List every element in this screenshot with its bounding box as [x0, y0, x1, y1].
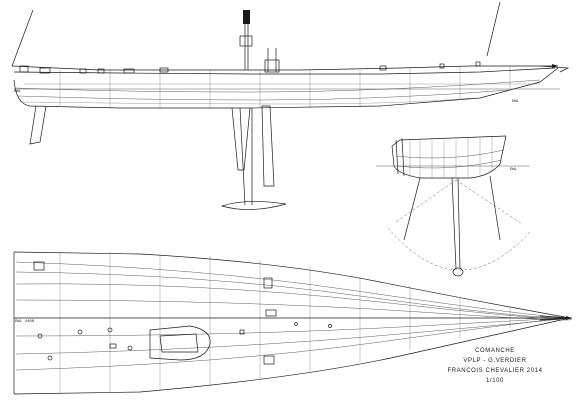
- title-block: COMANCHE VPLP - G.VERDIER FRANCOIS CHEVA…: [430, 346, 560, 386]
- deck-sheer: [11, 65, 558, 71]
- keel-cant-starboard: [489, 175, 501, 241]
- canting-keel: [451, 177, 461, 269]
- bowsprit: [539, 65, 570, 73]
- waterline-label-right: DWL: [512, 100, 520, 104]
- cockpit: [149, 325, 211, 361]
- daggerboard: [261, 105, 275, 187]
- keel-cant-port: [403, 177, 421, 241]
- side-profile-view: DWL DWL: [11, 1, 570, 210]
- section-bulb: [452, 267, 464, 277]
- deck-plan-view: DWL 4400: [13, 251, 573, 395]
- section-hull: [391, 135, 507, 179]
- plan-outline-top: [13, 251, 571, 319]
- rudder: [29, 105, 47, 145]
- bow-fitting: [552, 64, 558, 68]
- section-deck: [391, 135, 507, 147]
- plan-outline-bottom: [13, 317, 571, 395]
- waterline-label-left: DWL: [14, 90, 22, 94]
- keel-bulb: [220, 201, 287, 210]
- forestay: [11, 9, 34, 67]
- scale: 1/100: [485, 378, 504, 384]
- designers: VPLP - G.VERDIER: [463, 358, 527, 364]
- jib-stay: [486, 1, 501, 57]
- deck-edge: [13, 67, 556, 75]
- keel-strut: [239, 107, 253, 206]
- project-name: COMANCHE: [475, 348, 515, 354]
- draughtsman: FRANCOIS CHEVALIER 2014: [447, 368, 543, 374]
- mast-top: [243, 10, 250, 24]
- section-waterline-label: DWL: [510, 168, 518, 172]
- plan-waterline-label: DWL 4400: [15, 320, 35, 324]
- keel-fin: [231, 107, 251, 171]
- boom-fitting: [239, 35, 253, 47]
- midship-section-view: DWL: [376, 135, 531, 277]
